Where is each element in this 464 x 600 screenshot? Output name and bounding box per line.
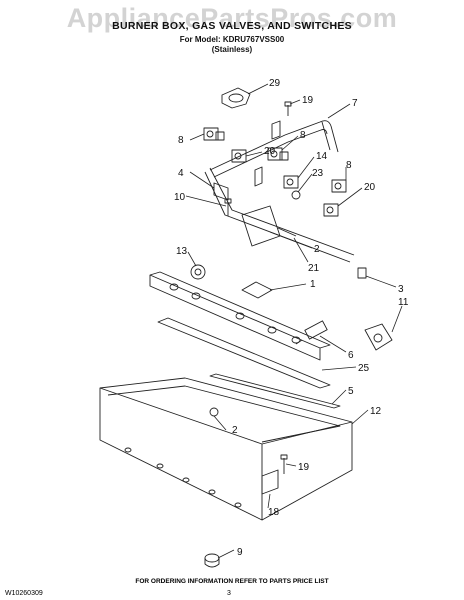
callout-23: 23 xyxy=(312,168,324,179)
diagram-title: BURNER BOX, GAS VALVES, AND SWITCHES xyxy=(112,20,352,32)
part-12-burner-box xyxy=(99,377,353,521)
callout-8: 8 xyxy=(300,130,306,141)
part-18-bracket xyxy=(261,469,279,495)
page-number: 3 xyxy=(227,590,231,597)
callout-2: 2 xyxy=(232,425,238,436)
part-23-washer xyxy=(291,190,301,200)
callout-20: 20 xyxy=(364,182,376,193)
part-25-trim-strip xyxy=(157,317,331,389)
document-code: W10260309 xyxy=(5,590,43,597)
part-20-valve-right xyxy=(323,203,339,217)
callout-10: 10 xyxy=(174,192,186,203)
callout-2: 2 xyxy=(314,244,320,255)
part-9-foot xyxy=(204,553,220,568)
callout-9: 9 xyxy=(237,547,243,558)
callout-1: 1 xyxy=(310,279,316,290)
leader-lines xyxy=(185,83,403,559)
callout-14: 14 xyxy=(316,151,328,162)
finish-line: (Stainless) xyxy=(211,45,253,54)
part-13-switch xyxy=(190,264,206,280)
part-6-igniter xyxy=(295,320,328,345)
part-3-fitting xyxy=(357,267,367,279)
callout-29: 29 xyxy=(269,78,281,89)
callout-6: 6 xyxy=(348,350,354,361)
control-panel xyxy=(149,271,331,361)
part-8-valve-mid xyxy=(267,147,289,161)
part-19-screw-bottom xyxy=(280,454,288,474)
part-5-rail xyxy=(209,373,341,409)
part-7-manifold-pipe xyxy=(204,120,355,263)
callout-8: 8 xyxy=(346,160,352,171)
callout-7: 7 xyxy=(352,98,358,109)
part-10-screw xyxy=(224,198,232,216)
callout-21: 21 xyxy=(308,263,320,274)
callout-3: 3 xyxy=(398,284,404,295)
model-line: For Model: KDRU767VSS00 xyxy=(179,35,285,44)
part-29-bracket xyxy=(221,87,251,109)
callout-13: 13 xyxy=(176,246,188,257)
callout-5: 5 xyxy=(348,386,354,397)
pipe-mounting-brackets xyxy=(254,120,281,187)
callout-18: 18 xyxy=(268,507,280,518)
callout-19: 19 xyxy=(302,95,314,106)
part-11-regulator xyxy=(364,323,393,351)
callout-4: 4 xyxy=(178,168,184,179)
part-8-valve-right xyxy=(331,179,347,193)
callout-20: 20 xyxy=(264,146,276,157)
callout-12: 12 xyxy=(370,406,382,417)
part-8-valve-left xyxy=(203,127,225,141)
callout-25: 25 xyxy=(358,363,370,374)
part-21-clip xyxy=(277,227,297,237)
callout-8: 8 xyxy=(178,135,184,146)
part-2-fitting-tray xyxy=(209,407,219,417)
ordering-note: FOR ORDERING INFORMATION REFER TO PARTS … xyxy=(135,578,329,585)
callout-11: 11 xyxy=(398,297,409,308)
part-1-pad xyxy=(241,281,273,299)
part-4-bracket xyxy=(213,182,229,201)
watermark: AppliancePartsPros.com xyxy=(66,3,398,33)
callout-19: 19 xyxy=(298,462,310,473)
part-14-valve xyxy=(283,175,299,189)
